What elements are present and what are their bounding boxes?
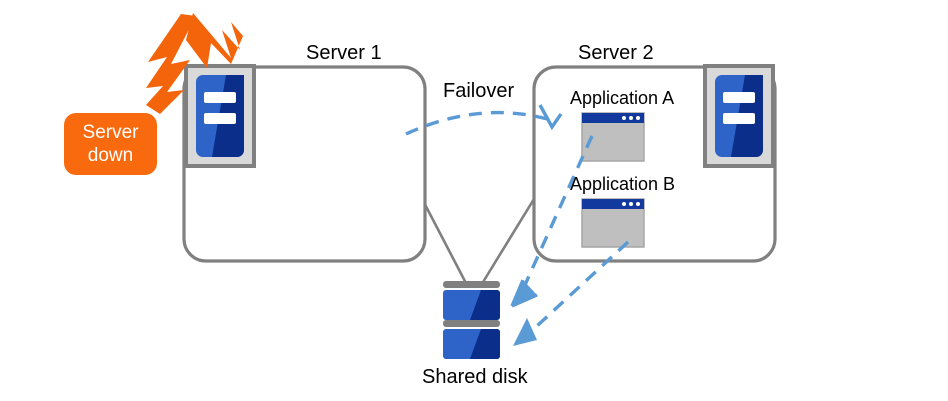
shared-disk-unit-top xyxy=(443,281,500,320)
server-down-line1: Server xyxy=(82,122,139,143)
server1-title: Server 1 xyxy=(306,42,382,64)
failover-arrow xyxy=(405,104,563,136)
disk-connector-lines xyxy=(404,167,555,288)
server-down-line2: down xyxy=(87,145,134,166)
application-b-icon[interactable] xyxy=(581,198,645,248)
arrow-appA-to-disk xyxy=(510,135,594,308)
shared-disk-unit-bottom xyxy=(443,320,500,359)
application-a-label: Application A xyxy=(570,88,675,108)
failover-label: Failover xyxy=(443,80,515,102)
server1-machine-icon xyxy=(184,64,256,168)
server2-title: Server 2 xyxy=(578,42,654,64)
server-down-badge: Server down xyxy=(64,113,157,175)
lightning-bolt-icon xyxy=(146,14,196,114)
application-b-label: Application B xyxy=(570,174,676,194)
shared-disk-label: Shared disk xyxy=(422,366,528,388)
lightning-bolt-right-icon xyxy=(186,13,243,68)
arrow-appB-to-disk xyxy=(513,240,630,346)
server2-machine-icon xyxy=(703,64,775,168)
